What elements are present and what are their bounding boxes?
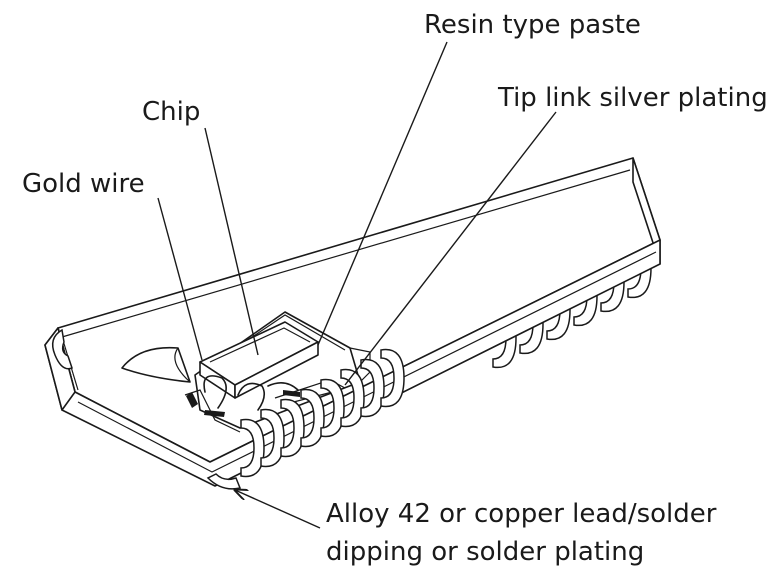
lead-pin xyxy=(380,348,405,408)
lead-pin xyxy=(360,358,385,418)
label-gold-wire: Gold wire xyxy=(22,169,145,199)
lead-pin xyxy=(260,408,285,468)
label-alloy-line1: Alloy 42 or copper lead/solder xyxy=(326,499,717,529)
pin1-notch xyxy=(121,346,191,383)
lead-pin xyxy=(340,368,365,428)
label-chip: Chip xyxy=(142,97,200,127)
near-side-leads xyxy=(240,348,405,478)
resin-leader xyxy=(317,41,448,346)
label-tip-link-silver-plating: Tip link silver plating xyxy=(497,83,768,113)
label-resin-type-paste: Resin type paste xyxy=(424,10,641,40)
gold-wire-leader xyxy=(157,197,203,361)
alloy-arrow xyxy=(235,490,321,529)
leader-lines xyxy=(157,41,557,529)
gold-wires xyxy=(186,375,300,417)
label-alloy-line2: dipping or solder plating xyxy=(326,537,644,567)
lead-pin xyxy=(280,398,305,458)
lead-pin xyxy=(240,418,265,478)
tip-link-leader xyxy=(344,111,557,386)
lead-pin xyxy=(320,378,345,438)
chip-leader xyxy=(204,127,259,356)
lead-pin xyxy=(300,388,325,448)
end-leads xyxy=(51,328,242,490)
